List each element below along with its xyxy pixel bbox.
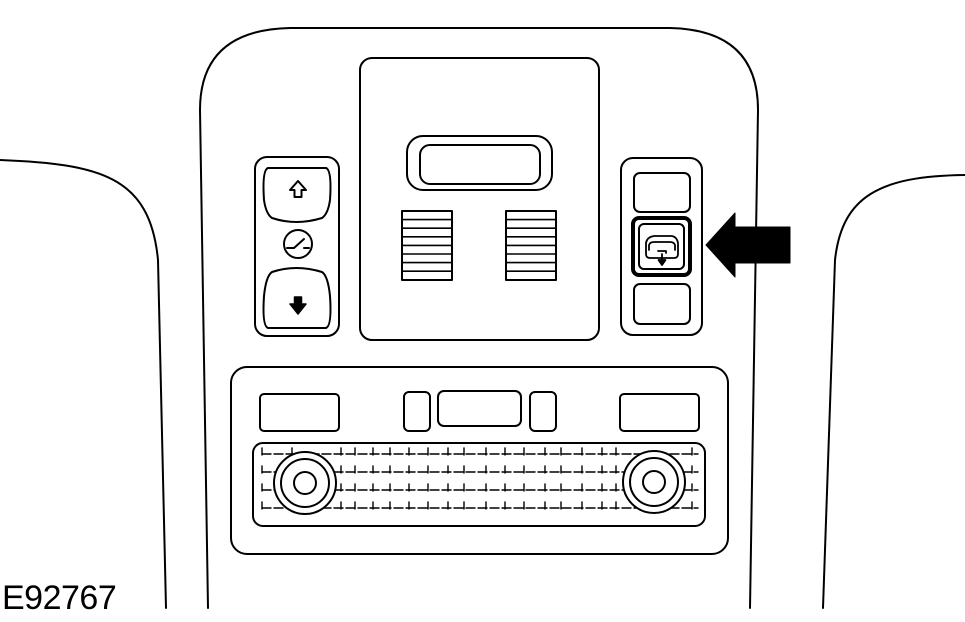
sunroof-switch-bezel bbox=[254, 156, 340, 337]
button-right[interactable] bbox=[619, 393, 700, 432]
reading-lamp-lens-inner[interactable] bbox=[419, 144, 541, 185]
highlighted-switch[interactable] bbox=[631, 216, 692, 277]
button-center-small-right[interactable] bbox=[529, 391, 557, 432]
arrow-left-solid-icon bbox=[705, 212, 791, 278]
arrow-down-solid-icon bbox=[289, 296, 307, 315]
headliner-left-curve bbox=[0, 159, 167, 609]
center-module bbox=[359, 57, 600, 341]
vehicle-roof-open-icon bbox=[645, 235, 679, 266]
reading-lamp-knob-left[interactable] bbox=[273, 451, 337, 515]
speaker-grille-right bbox=[505, 210, 557, 281]
headliner-right-curve bbox=[822, 174, 965, 609]
lower-module-panel bbox=[230, 366, 729, 555]
lower-module bbox=[230, 366, 729, 555]
sunroof-switch-left[interactable] bbox=[254, 156, 340, 337]
lower-switch[interactable] bbox=[633, 283, 691, 325]
sunroof-down-button[interactable] bbox=[262, 267, 332, 329]
sunroof-up-button[interactable] bbox=[262, 167, 332, 223]
switch-bank-right bbox=[620, 157, 703, 336]
switch-bank-bezel bbox=[620, 157, 703, 336]
reading-lamp-lens-outer bbox=[406, 135, 553, 191]
lower-grille-panel bbox=[252, 442, 706, 527]
reading-lamp-knob-right[interactable] bbox=[622, 450, 686, 514]
console-body-outline bbox=[199, 27, 759, 609]
tilt-icon bbox=[283, 229, 313, 259]
button-center[interactable] bbox=[437, 390, 522, 427]
arrow-up-outline-icon bbox=[289, 180, 307, 198]
figure-id-label: E92767 bbox=[2, 579, 117, 617]
center-module-panel bbox=[359, 57, 600, 341]
button-left[interactable] bbox=[259, 393, 340, 432]
upper-switch[interactable] bbox=[633, 172, 691, 213]
speaker-grille-left bbox=[401, 210, 453, 281]
button-center-small-left[interactable] bbox=[403, 391, 431, 432]
